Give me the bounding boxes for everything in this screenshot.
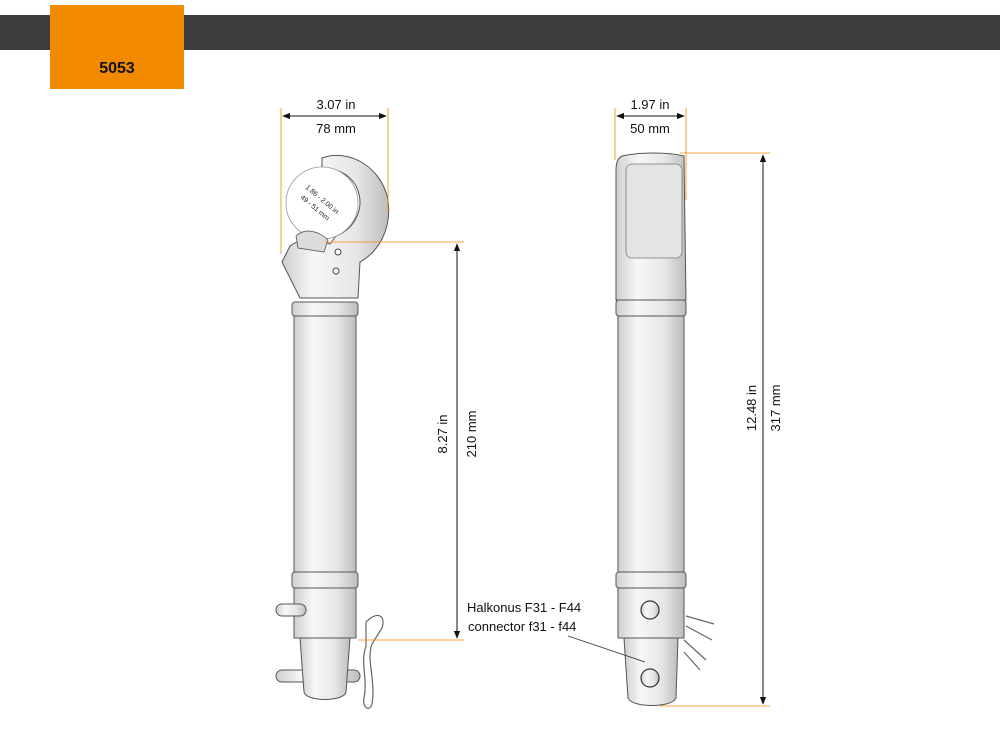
front-pin-hole-upper — [640, 600, 660, 620]
tube-body — [293, 315, 357, 573]
model-badge: 5053 — [50, 5, 184, 89]
tube-collar-top — [291, 301, 359, 317]
pivot-pin-upper — [334, 248, 342, 256]
side-view: 3.07 in 78 mm 1.86 - 2.00 in 49 - 51 mm … — [275, 97, 479, 709]
front-collar-top — [615, 299, 687, 317]
front-tube-body — [617, 315, 685, 573]
total-length-mm: 317 mm — [768, 385, 783, 432]
front-spring-clip — [683, 615, 715, 671]
total-length-in: 12.48 in — [744, 385, 759, 431]
side-width-in: 3.07 in — [316, 97, 355, 112]
note-leader — [567, 635, 646, 663]
connector-note: Halkonus F31 - F44 connector f31 - f44 — [467, 600, 646, 663]
front-collar-bottom — [615, 571, 687, 589]
front-view: 1.97 in 50 mm 12.48 in 317 mm — [614, 97, 783, 707]
pivot-pin-lower — [332, 267, 340, 275]
front-width-in: 1.97 in — [630, 97, 669, 112]
spring-clip — [363, 614, 384, 709]
model-number: 5053 — [99, 60, 135, 77]
front-head-face — [625, 163, 683, 259]
cross-pin-upper — [275, 603, 307, 617]
front-pin-hole-lower — [640, 668, 660, 688]
side-width-mm: 78 mm — [316, 121, 356, 136]
hook-head — [281, 154, 390, 299]
side-length-mm: 210 mm — [464, 411, 479, 458]
side-length-in: 8.27 in — [435, 414, 450, 453]
note-line-1: Halkonus F31 - F44 — [467, 600, 581, 615]
note-line-2: connector f31 - f44 — [468, 619, 576, 634]
front-tube-lower — [617, 587, 685, 639]
latch — [295, 230, 329, 253]
front-width-mm: 50 mm — [630, 121, 670, 136]
tube-collar-bottom — [291, 571, 359, 589]
connector-cone — [299, 637, 351, 700]
